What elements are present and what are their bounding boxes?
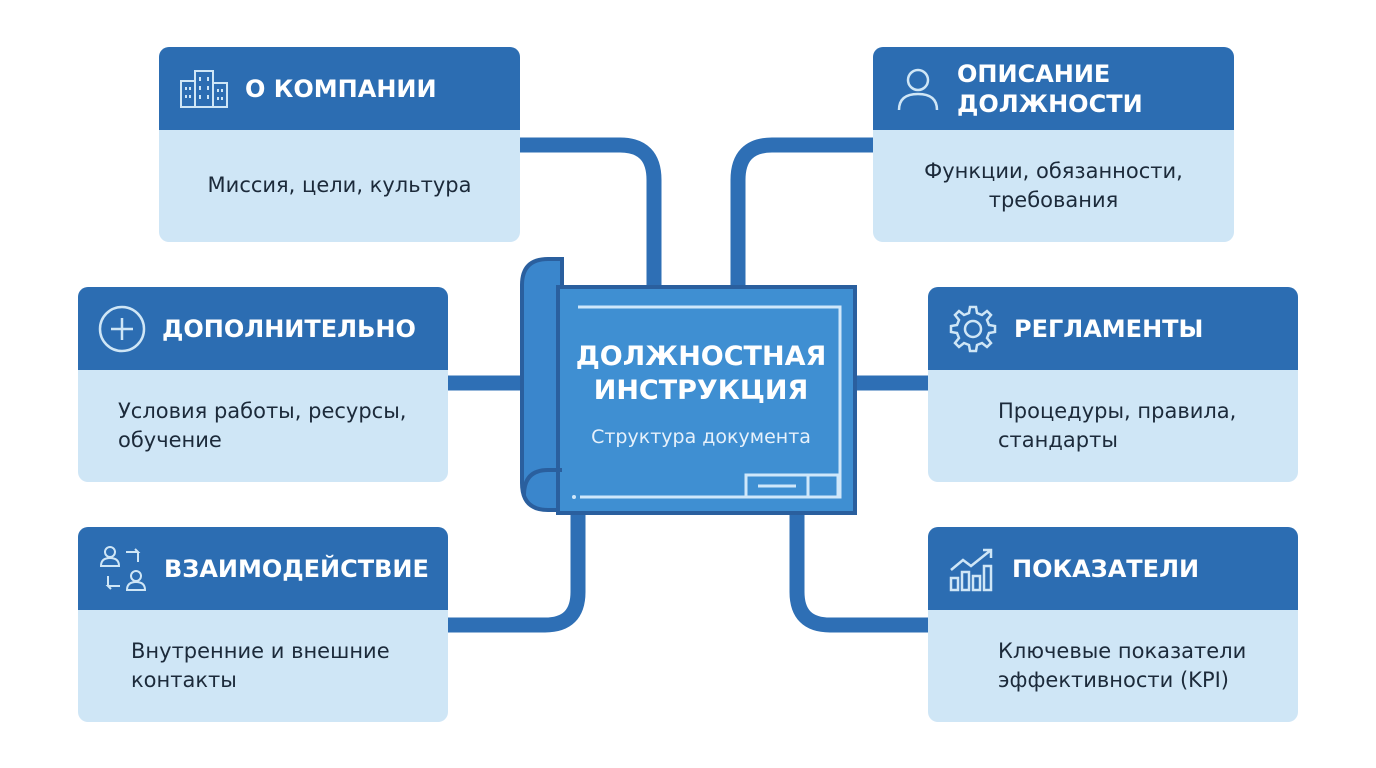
gear-icon: [949, 305, 997, 352]
card-position: ОПИСАНИЕ ДОЛЖНОСТИ Функции, обязанности,…: [873, 47, 1234, 242]
card-text: Процедуры, правила, стандарты: [998, 398, 1237, 452]
connector-kpi: [789, 505, 932, 633]
card-text: Внутренние и внешние контакты: [131, 638, 390, 692]
connector-position: [730, 137, 878, 290]
card-kpi: ПОКАЗАТЕЛИ Ключевые показатели эффективн…: [928, 527, 1298, 722]
card-title: ОПИСАНИЕ ДОЛЖНОСТИ: [957, 59, 1143, 118]
card-text: Условия работы, ресурсы, обучение: [118, 398, 407, 452]
building-icon: [180, 69, 228, 108]
card-text: Миссия, цели, культура: [207, 173, 472, 198]
center-title-line2: ИНСТРУКЦИЯ: [593, 374, 809, 406]
card-additional: ДОПОЛНИТЕЛЬНО Условия работы, ресурсы, о…: [78, 287, 448, 482]
chart-growth-icon: [949, 548, 993, 591]
card-title: О КОМПАНИИ: [245, 74, 437, 103]
connector-interaction: [445, 505, 586, 633]
card-text: Ключевые показатели эффективности (KPI): [998, 638, 1247, 692]
card-title: ДОПОЛНИТЕЛЬНО: [162, 314, 416, 343]
card-title: ПОКАЗАТЕЛИ: [1012, 554, 1200, 583]
card-title: РЕГЛАМЕНТЫ: [1014, 314, 1204, 343]
plus-circle-icon: [98, 305, 146, 352]
card-title: ВЗАИМОДЕЙСТВИЕ: [164, 554, 429, 583]
people-exchange-icon: [99, 545, 147, 591]
connector-company: [515, 137, 662, 290]
user-icon: [897, 68, 939, 110]
document-scroll-icon: [520, 257, 857, 515]
card-company: О КОМПАНИИ Миссия, цели, культура: [159, 47, 520, 242]
card-interaction: ВЗАИМОДЕЙСТВИЕ Внутренние и внешние конт…: [78, 527, 448, 722]
card-text: Функции, обязанности, требования: [924, 158, 1183, 212]
center-subtitle: Структура документа: [591, 425, 811, 448]
center-title-line1: ДОЛЖНОСТНАЯ: [575, 341, 827, 372]
card-regulations: РЕГЛАМЕНТЫ Процедуры, правила, стандарты: [928, 287, 1298, 482]
